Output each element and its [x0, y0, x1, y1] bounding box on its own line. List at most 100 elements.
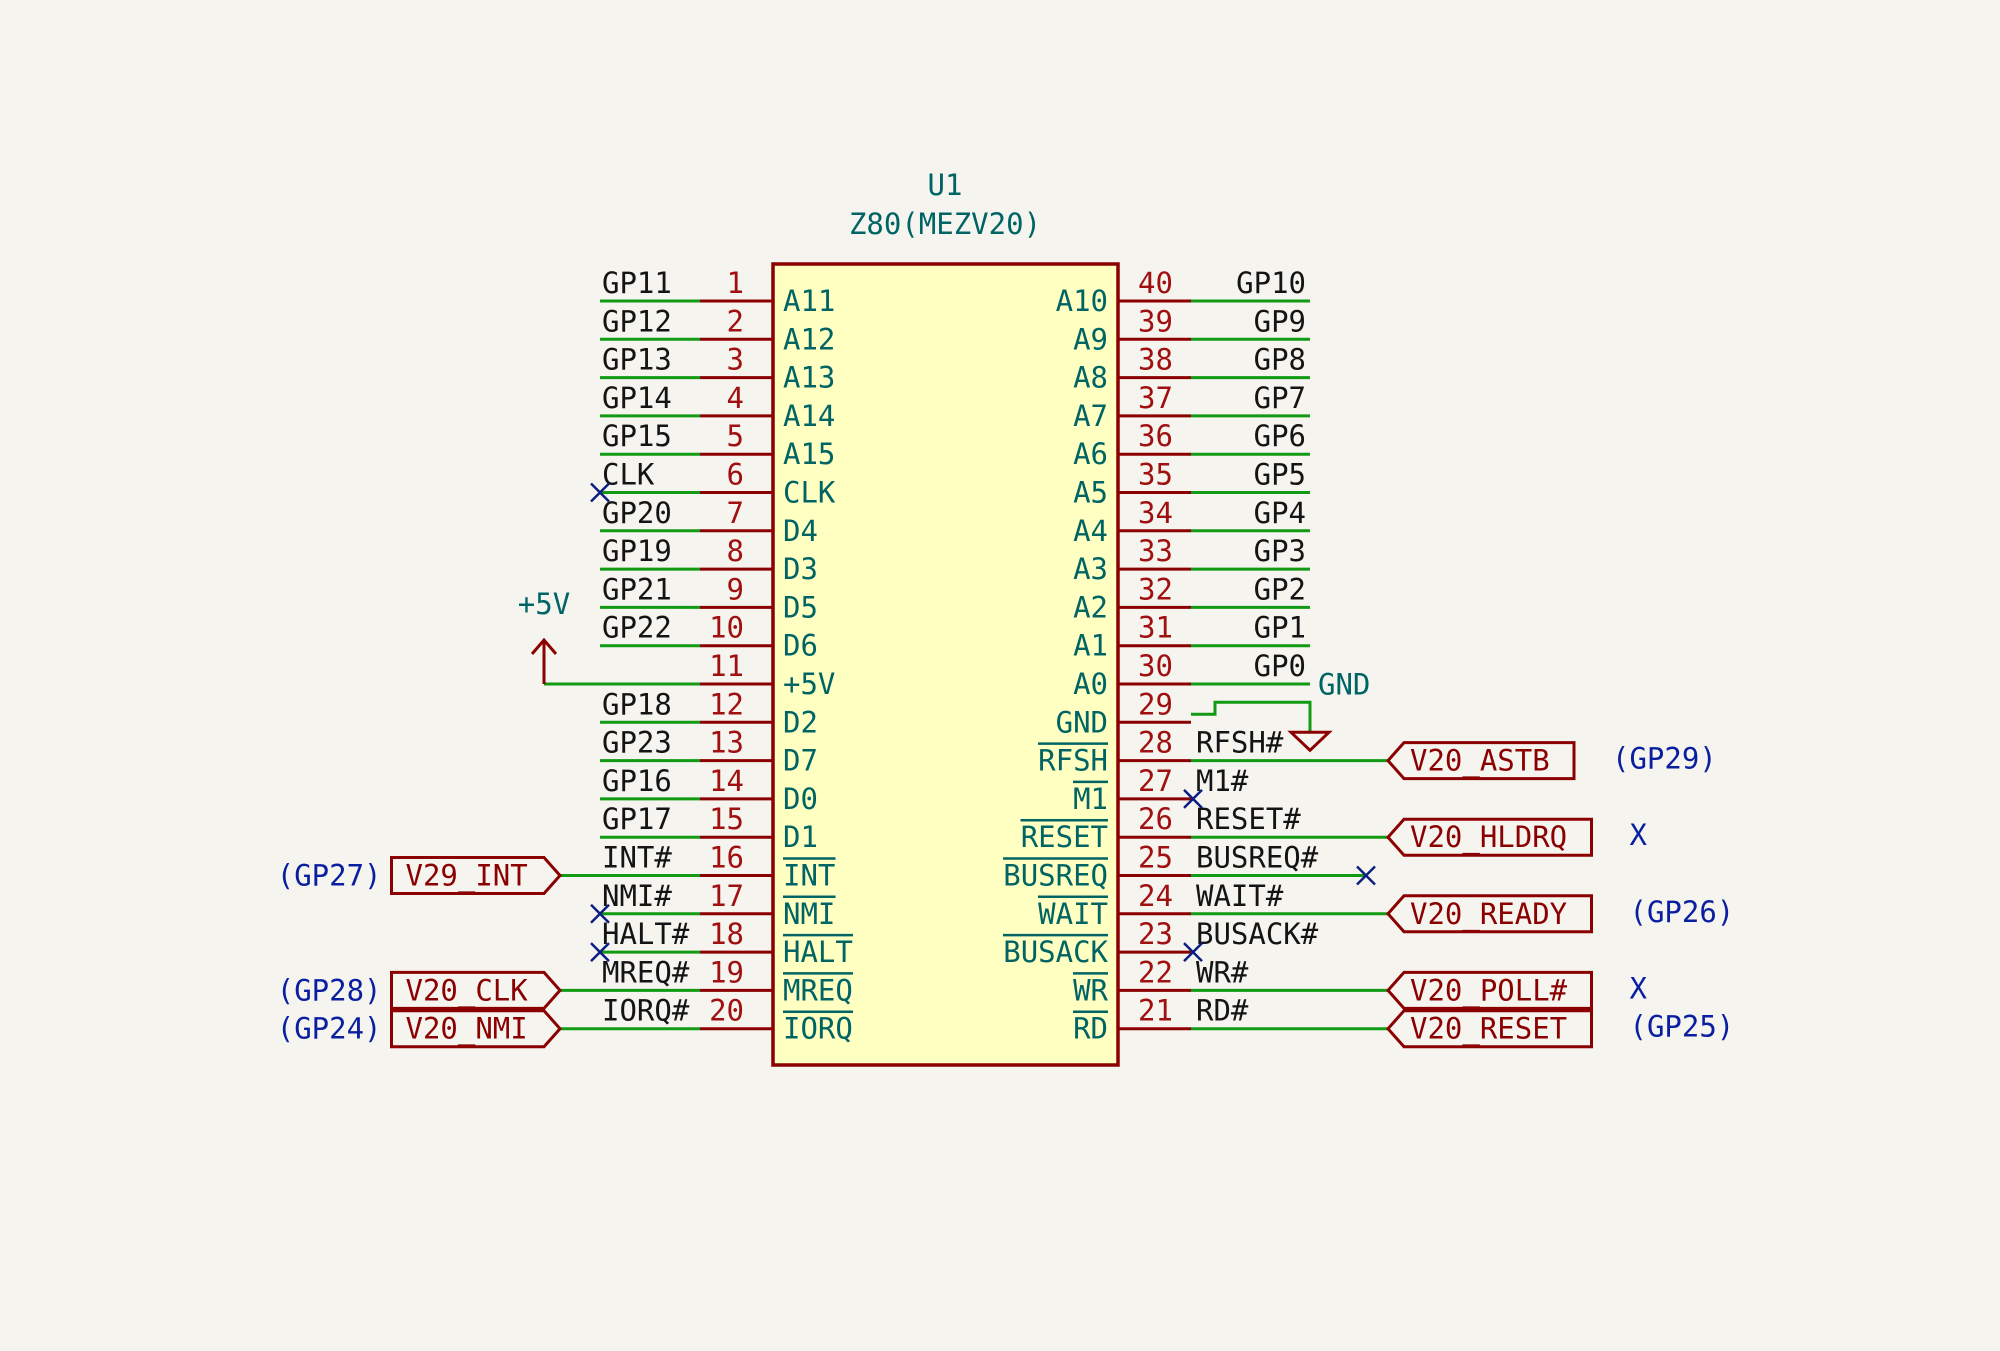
pins-layer: 1A112A123A134A145A156CLK7D48D39D510D611+…	[700, 266, 1191, 1046]
net-wr: WR#	[1196, 955, 1249, 989]
label-v20-poll[interactable]: V20_POLL#	[1385, 970, 1593, 1010]
label-v29-int-text: V29_INT	[406, 859, 528, 894]
pin-36-name-a6: A6	[1073, 437, 1108, 471]
net-gp15: GP15	[602, 419, 672, 453]
pin-10-name-d6: D6	[783, 629, 818, 663]
pin-3-name-a13: A13	[783, 361, 835, 395]
label-v20-nmi-shape[interactable]	[390, 1009, 563, 1049]
net-rd: RD#	[1196, 994, 1249, 1028]
pin-27-number: 27	[1138, 764, 1173, 798]
pin-34-number: 34	[1138, 496, 1173, 530]
label-v20-ready[interactable]: V20_READY	[1385, 894, 1593, 934]
label-v20-clk[interactable]: V20_CLK	[390, 970, 563, 1010]
pin-28-name-rfsh: RFSH	[1038, 744, 1108, 778]
pin-8-name-d3: D3	[783, 552, 818, 586]
label-v29-int-shape[interactable]	[390, 856, 563, 895]
pin-32-number: 32	[1138, 572, 1173, 606]
pin-10-number: 10	[709, 611, 744, 645]
pin-31-name-a1: A1	[1073, 629, 1108, 663]
label-v20-reset-shape[interactable]	[1385, 1009, 1593, 1049]
label-v20-ready-text: V20_READY	[1410, 897, 1567, 932]
net-clk: CLK	[602, 458, 655, 492]
net-gp21: GP21	[602, 572, 672, 606]
pin-19-name-mreq: MREQ	[783, 973, 853, 1007]
pin-15-name-d1: D1	[783, 820, 818, 854]
label-v20-hldrq[interactable]: V20_HLDRQ	[1385, 817, 1593, 857]
pin-19-number: 19	[709, 955, 744, 989]
pin-16-name-int: INT	[783, 859, 835, 893]
net-int: INT#	[602, 841, 672, 875]
net-gp17: GP17	[602, 802, 672, 836]
note-v20-astb: (GP29)	[1612, 742, 1717, 776]
pin-21-name-rd: RD	[1073, 1012, 1108, 1046]
label-v20-clk-shape[interactable]	[390, 970, 563, 1010]
net-gp16: GP16	[602, 764, 672, 798]
note-v20-nmi: (GP24)	[277, 1012, 382, 1046]
u1-body[interactable]	[771, 262, 1120, 1067]
net-iorq: IORQ#	[602, 994, 690, 1028]
no-connect-icon-23	[1183, 942, 1203, 962]
net-nmi: NMI#	[602, 879, 672, 913]
no-connect-icon-23-b	[1183, 942, 1203, 962]
pin-28-number: 28	[1138, 726, 1173, 760]
label-v20-nmi[interactable]: V20_NMI	[390, 1009, 563, 1049]
pin-35-name-a5: A5	[1073, 476, 1108, 510]
net-busack: BUSACK#	[1196, 917, 1319, 951]
u1-value: Z80(MEZV20)	[849, 207, 1041, 241]
pin-17-name-nmi: NMI	[783, 897, 835, 931]
no-connect-icon-27	[1183, 789, 1203, 809]
net-gp22: GP22	[602, 611, 672, 645]
label-v20-ready-shape[interactable]	[1385, 894, 1593, 934]
ground-icon	[1287, 730, 1333, 753]
pin-1-name-a11: A11	[783, 284, 835, 318]
net-gp20: GP20	[602, 496, 672, 530]
pin-38-name-a8: A8	[1073, 361, 1108, 395]
no-connect-icon-17-b	[590, 903, 610, 924]
pin-12-name-d2: D2	[783, 705, 818, 739]
net-m1: M1#	[1196, 764, 1249, 798]
wire-gnd[interactable]	[1191, 700, 1312, 733]
pin-22-name-wr: WR	[1073, 973, 1108, 1007]
pin-36-number: 36	[1138, 419, 1173, 453]
label-v20-reset[interactable]: V20_RESET	[1385, 1009, 1593, 1049]
net-gp18: GP18	[602, 687, 672, 721]
note-v20-hldrq: X	[1630, 818, 1648, 852]
labels-layer: V29_INT(GP27)V20_CLK(GP28)V20_NMI(GP24)V…	[277, 741, 1734, 1049]
no-connect-icon-18	[590, 942, 610, 962]
label-v20-hldrq-text: V20_HLDRQ	[1410, 820, 1567, 855]
pin-30-number: 30	[1138, 649, 1173, 683]
net-mreq: MREQ#	[602, 955, 690, 989]
pin-35-number: 35	[1138, 458, 1173, 492]
pin-6-number: 6	[727, 458, 744, 492]
u1-symbol[interactable]: U1 Z80(MEZV20)	[771, 168, 1120, 1067]
pin-39-number: 39	[1138, 304, 1173, 338]
pin-39-name-a9: A9	[1073, 322, 1108, 356]
pin-24-name-wait: WAIT	[1038, 897, 1108, 931]
label-v20-clk-text: V20_CLK	[406, 973, 529, 1008]
pin-32-name-a2: A2	[1073, 590, 1108, 624]
label-v20-astb[interactable]: V20_ASTB	[1385, 741, 1576, 781]
pin-26-number: 26	[1138, 802, 1173, 836]
no-connect-icon-17	[590, 903, 610, 924]
net-gp5: GP5	[1254, 458, 1306, 492]
label-v20-poll-shape[interactable]	[1385, 970, 1593, 1010]
pin-34-name-a4: A4	[1073, 514, 1108, 548]
pin-33-number: 33	[1138, 534, 1173, 568]
pin-2-name-a12: A12	[783, 322, 835, 356]
label-v20-hldrq-shape[interactable]	[1385, 817, 1593, 857]
pin-7-number: 7	[727, 496, 744, 530]
pin-14-number: 14	[709, 764, 744, 798]
pin-38-number: 38	[1138, 343, 1173, 377]
pin-27-name-m1: M1	[1073, 782, 1108, 816]
pin-40-name-a10: A10	[1056, 284, 1108, 318]
net-gp3: GP3	[1254, 534, 1306, 568]
pin-5-name-a15: A15	[783, 437, 835, 471]
pin-15-number: 15	[709, 802, 744, 836]
pin-14-name-d0: D0	[783, 782, 818, 816]
label-v20-astb-shape[interactable]	[1385, 741, 1576, 781]
pin-37-number: 37	[1138, 381, 1173, 415]
label-v29-int[interactable]: V29_INT	[390, 856, 563, 895]
net-busreq: BUSREQ#	[1196, 841, 1319, 875]
net-gp14: GP14	[602, 381, 672, 415]
pin-23-number: 23	[1138, 917, 1173, 951]
